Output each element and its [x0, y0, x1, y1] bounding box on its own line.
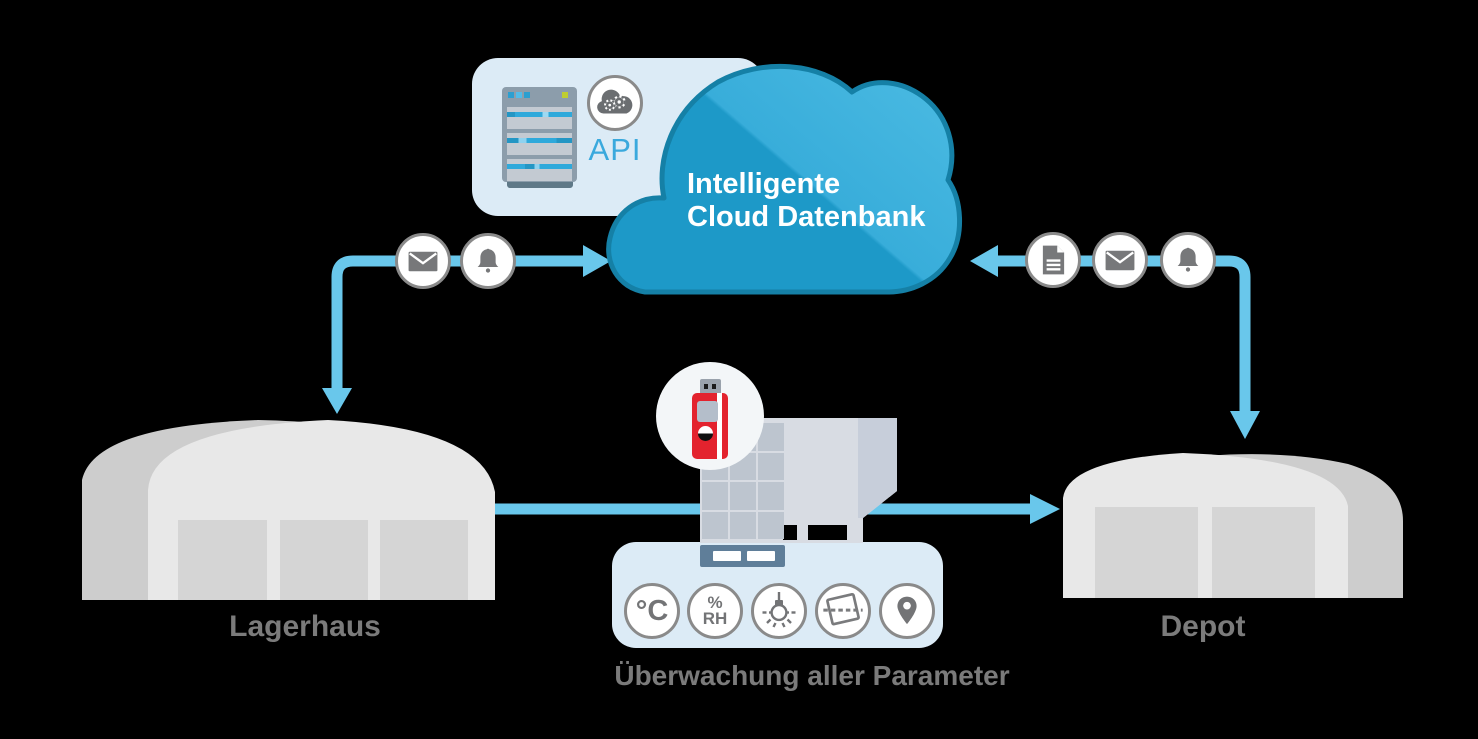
api-label: API — [588, 132, 642, 167]
server-led — [516, 92, 522, 98]
cloud-database — [606, 63, 962, 295]
cloud-title-line2: Cloud Datenbank — [687, 201, 926, 233]
lagerhaus-door — [380, 520, 468, 600]
usb-connector — [700, 379, 721, 394]
server-drawer — [507, 159, 572, 181]
cloud-title-line1: Intelligente — [687, 168, 841, 200]
logger-stripe — [717, 393, 722, 459]
monitoring-caption: Überwachung aller Parameter — [614, 660, 1010, 691]
label-depot: Depot — [1160, 610, 1246, 643]
pallet-slot — [747, 551, 775, 561]
arrowhead-to-depot-side — [1030, 494, 1060, 524]
depot-door — [1095, 507, 1198, 598]
server-drawer-bar — [507, 138, 572, 143]
logger-display — [697, 401, 718, 422]
server-led — [524, 92, 530, 98]
gear-right — [612, 95, 626, 109]
lagerhaus-door — [280, 520, 368, 600]
alert-bell-icon — [1160, 232, 1216, 288]
server-drawer-bar — [507, 112, 572, 117]
humidity-sensor-icon: % RH — [687, 583, 743, 639]
mail-icon — [395, 233, 451, 289]
cloud-title: Intelligente Cloud Datenbank — [687, 168, 925, 234]
usb-slot — [712, 384, 716, 389]
server-drawer-bar — [507, 164, 572, 169]
gear-left — [603, 99, 616, 112]
label-lagerhaus: Lagerhaus — [229, 610, 381, 643]
server-drawer — [507, 107, 572, 129]
usb-slot — [704, 384, 708, 389]
server-led — [562, 92, 568, 98]
usb-data-logger-icon — [692, 393, 728, 459]
api-cloud-gears-icon — [587, 75, 643, 131]
temperature-sensor-icon: °C — [624, 583, 680, 639]
arrowhead-to-cloud-right — [970, 245, 998, 277]
arrow-cloud-depot — [997, 255, 1251, 412]
logger-button — [698, 426, 713, 441]
temperature-label: °C — [635, 594, 669, 627]
report-document-icon — [1025, 232, 1081, 288]
pallet — [700, 545, 785, 567]
humidity-label-bottom: RH — [702, 609, 728, 628]
server-led — [508, 92, 514, 98]
warehouse-lagerhaus — [82, 420, 495, 600]
tilt-sensor-icon — [815, 583, 871, 639]
arrowhead-to-lagerhaus — [322, 388, 352, 414]
humidity-label-top: % — [707, 593, 723, 612]
arrowhead-to-cloud-left — [583, 245, 611, 277]
warehouse-depot — [1063, 453, 1403, 598]
server-drawer — [507, 133, 572, 155]
pallet-slot — [713, 551, 741, 561]
light-sensor-icon — [751, 583, 807, 639]
server-icon-base — [507, 182, 573, 188]
server-icon — [502, 87, 577, 182]
arrow-lagerhaus-cloud — [331, 255, 584, 390]
depot-door — [1212, 507, 1315, 598]
alert-bell-icon — [460, 233, 516, 289]
lagerhaus-door — [178, 520, 267, 600]
gps-location-icon — [879, 583, 935, 639]
arrowhead-to-depot-top — [1230, 411, 1260, 439]
mail-icon — [1092, 232, 1148, 288]
